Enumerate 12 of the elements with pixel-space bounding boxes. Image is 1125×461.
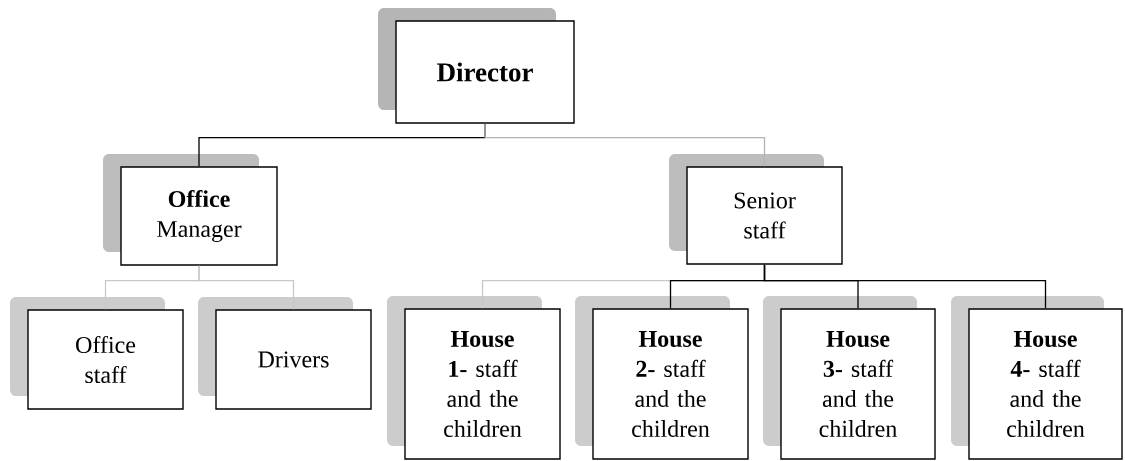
connector-line	[198, 265, 295, 310]
org-box: House 2- staff and the children	[575, 296, 749, 460]
org-box: Office Manager	[103, 154, 278, 266]
connector-line	[763, 264, 1047, 309]
org-box: House 1- staff and the children	[387, 296, 561, 460]
org-box: Drivers	[198, 297, 372, 410]
org-box: Office staff	[10, 297, 184, 410]
org-box: House 4- staff and the children	[951, 296, 1123, 460]
org-box: Senior staff	[669, 154, 843, 265]
org-box: Director	[378, 8, 575, 124]
connector-line	[484, 123, 766, 167]
org-box: House 3- staff and the children	[763, 296, 936, 460]
